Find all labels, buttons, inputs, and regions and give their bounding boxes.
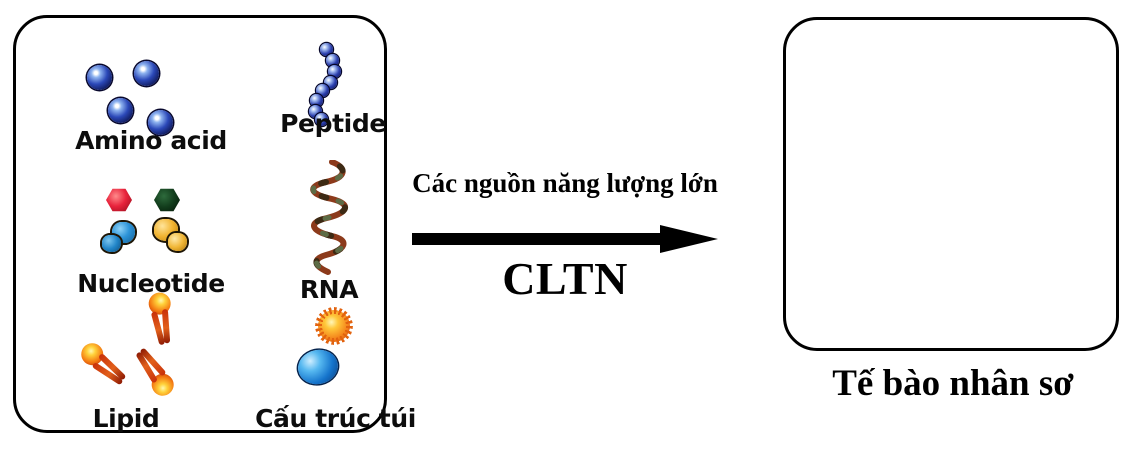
peptide-bead-icon: [328, 65, 341, 78]
blue-phosphate-icon: [102, 235, 121, 252]
vesicle-label: Cấu trúc túi: [255, 404, 416, 433]
prokaryotic-cell-panel: [783, 17, 1119, 351]
blue-sphere-icon: [148, 110, 173, 135]
blue-sphere-icon: [108, 98, 133, 123]
process-label: CLTN: [502, 253, 628, 304]
peptide-illustration: [298, 43, 368, 126]
lipid-illustration: [76, 288, 236, 403]
nucleotide-illustration: [102, 188, 246, 268]
peptide-bead-icon: [320, 43, 333, 56]
peptide-bead-icon: [310, 94, 323, 107]
rna-illustration: [302, 160, 358, 278]
blue-sphere-icon: [87, 65, 112, 90]
peptide-label: Peptide: [280, 109, 386, 138]
green-hexagon-icon: [154, 188, 180, 212]
transformation-group: Các nguồn năng lượng lớn CLTN: [400, 160, 730, 310]
driving-force-label: Các nguồn năng lượng lớn: [412, 168, 718, 198]
red-hexagon-icon: [106, 188, 132, 212]
yellow-phosphate-icon: [168, 233, 187, 251]
peptide-bead-icon: [315, 113, 328, 126]
organic-monomers-panel: Amino acid Nucleotide Lipid: [13, 15, 416, 433]
rna-label: RNA: [299, 275, 359, 304]
peptide-bead-icon: [316, 84, 329, 97]
orange-vesicle-icon: [318, 310, 350, 342]
prokaryote-label: Tế bào nhân sơ: [832, 363, 1074, 404]
right-arrow-icon: [412, 225, 718, 253]
blue-vesicle-icon: [294, 346, 342, 388]
amino-acid-label: Amino acid: [75, 126, 227, 155]
amino-acid-illustration: [71, 43, 231, 163]
peptide-bead-icon: [326, 54, 339, 67]
vesicle-illustration: [294, 310, 376, 400]
nucleotide-label: Nucleotide: [77, 269, 225, 298]
lipid-label: Lipid: [92, 404, 160, 433]
blue-sphere-icon: [134, 61, 159, 86]
